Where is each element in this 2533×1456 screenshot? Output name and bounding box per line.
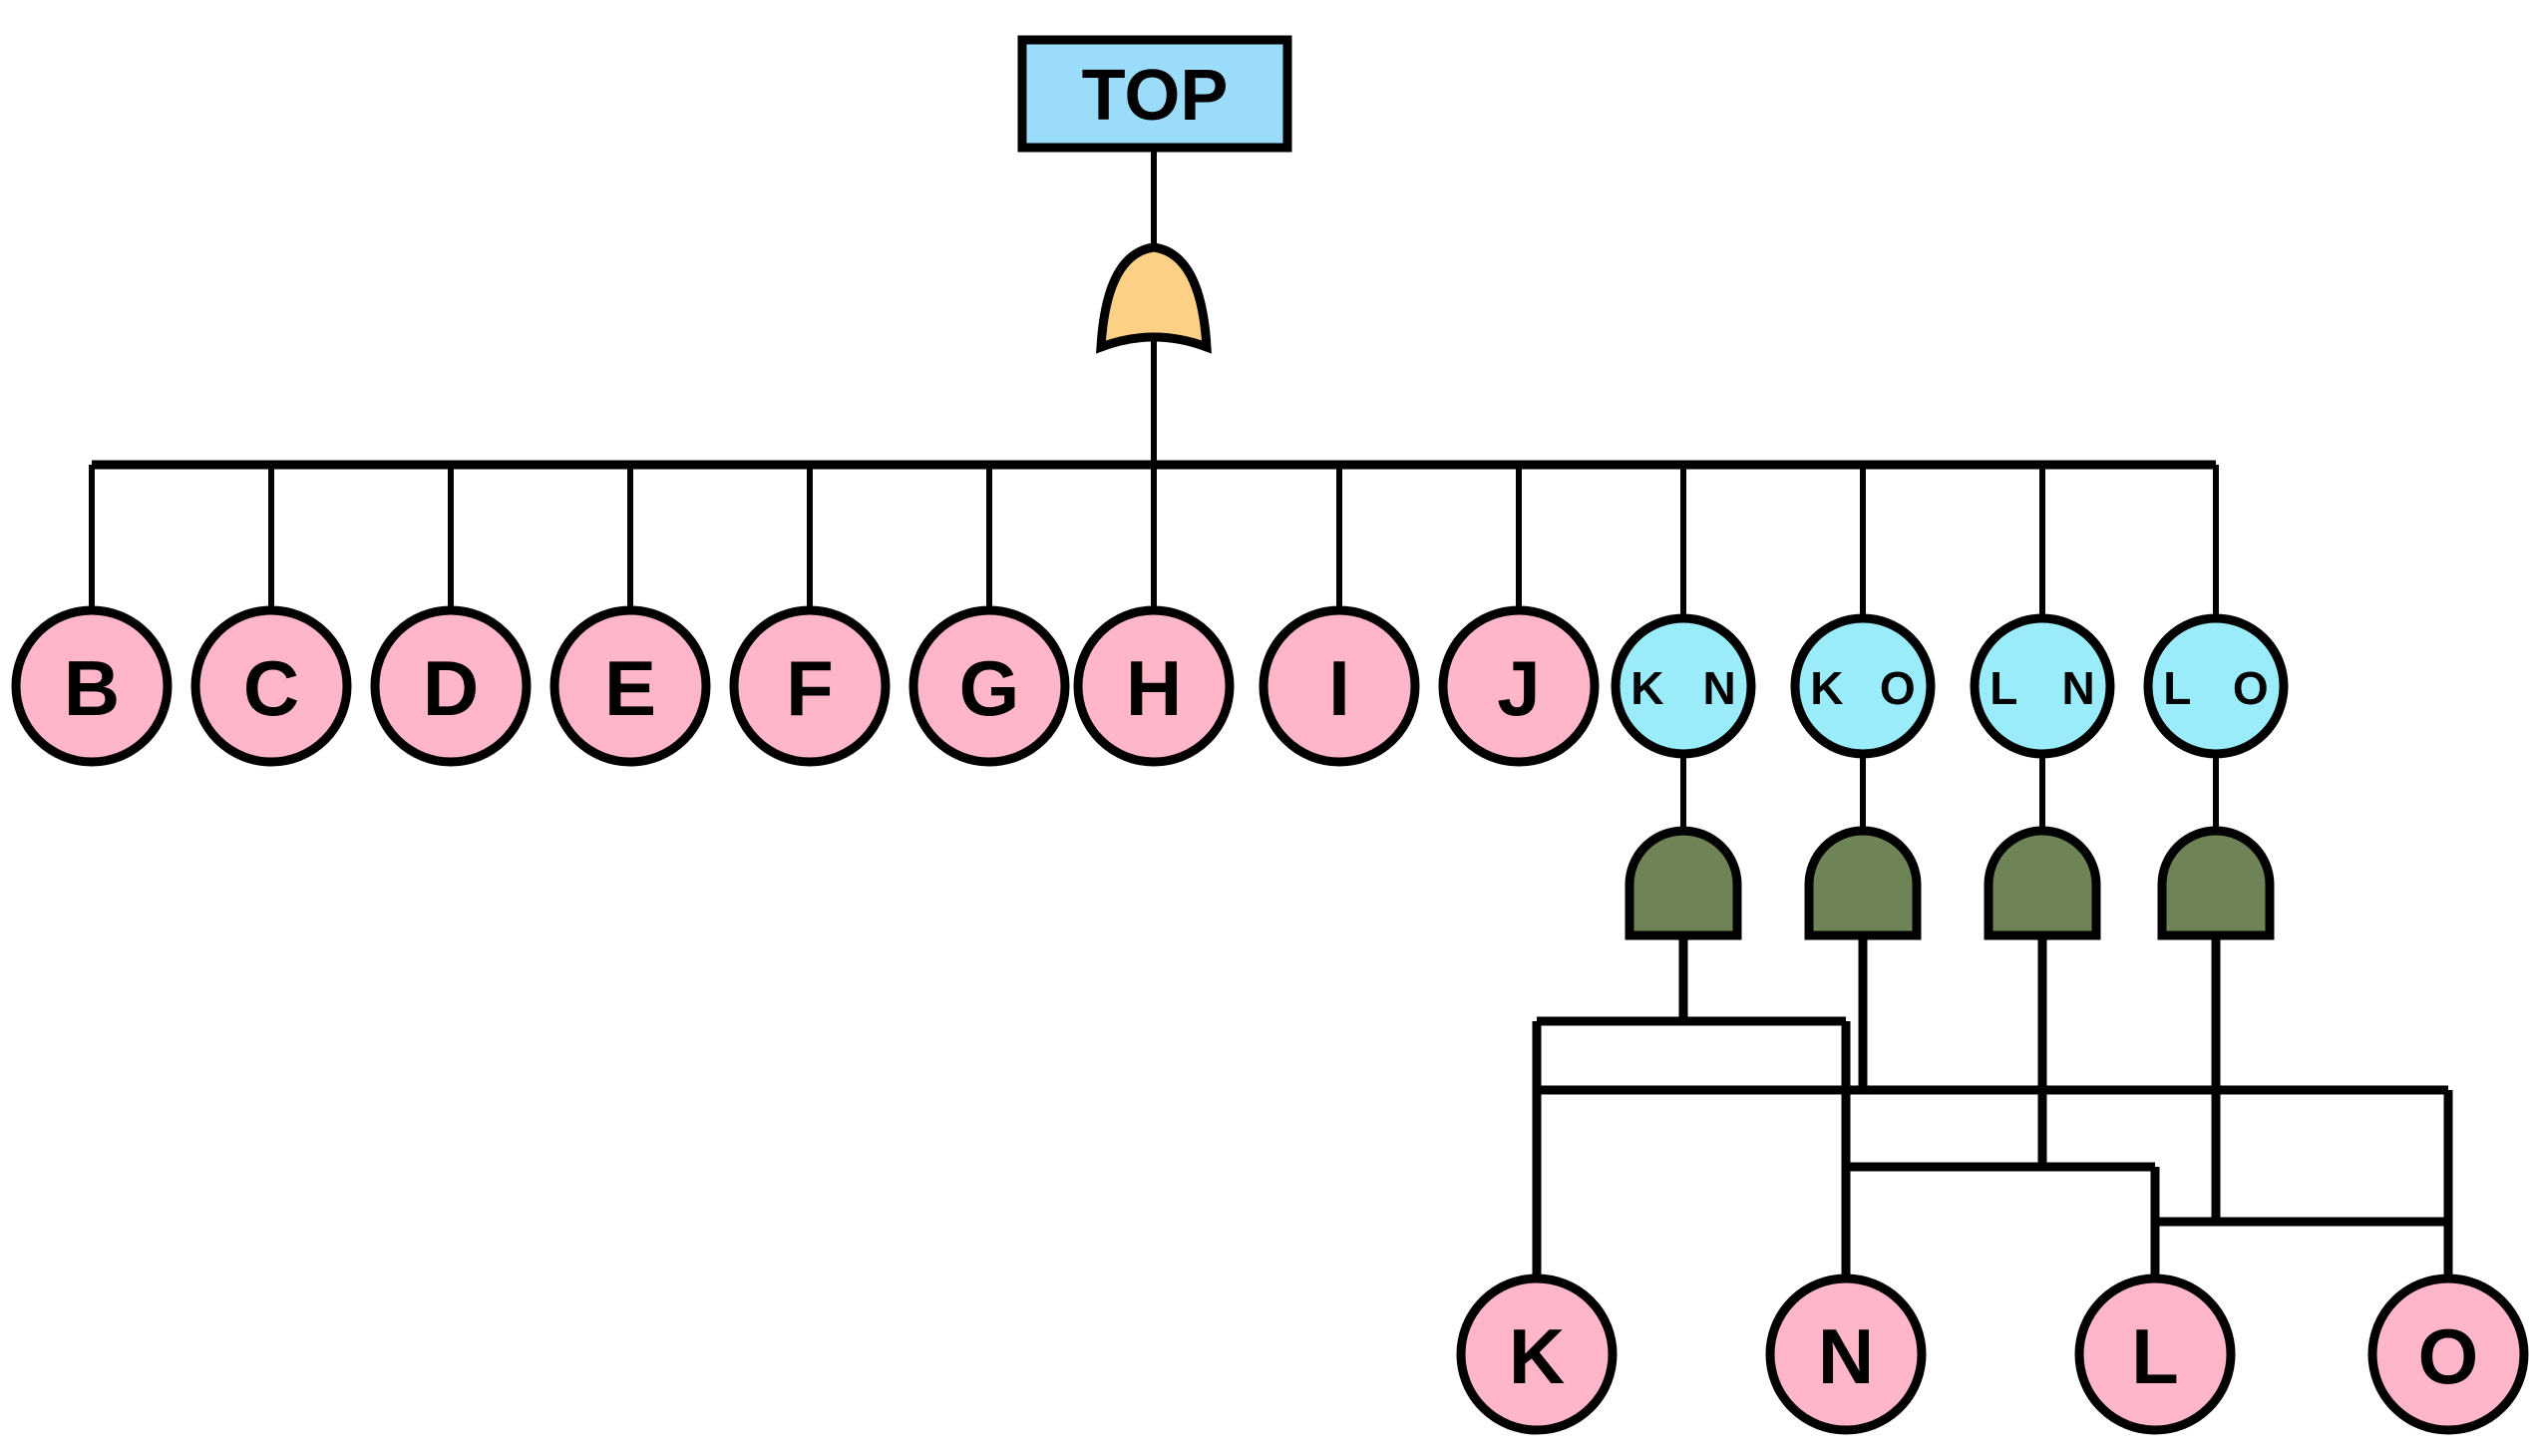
event-l[interactable]: L [2074, 1274, 2236, 1435]
event-circle-j[interactable] [1438, 605, 1600, 767]
event-e[interactable]: E [549, 605, 711, 767]
event-circle-kn[interactable] [1611, 613, 1756, 759]
event-circle-h[interactable] [1073, 605, 1235, 767]
event-n[interactable]: N [1765, 1274, 1927, 1435]
event-g[interactable]: G [908, 605, 1070, 767]
event-circle-g[interactable] [908, 605, 1070, 767]
or-gate-symbol[interactable] [1096, 242, 1212, 354]
event-label-e: E [604, 644, 656, 732]
event-label-d: D [423, 644, 479, 732]
event-label-i: I [1328, 644, 1350, 732]
event-circle-i[interactable] [1259, 605, 1420, 767]
event-circle-lo[interactable] [2143, 613, 2289, 759]
event-h[interactable]: H [1073, 605, 1235, 767]
wire-and-gate-routing [1532, 935, 2453, 1282]
event-circle-ln[interactable] [1970, 613, 2115, 759]
event-label-c: C [243, 644, 299, 732]
event-circle-l[interactable] [2074, 1274, 2236, 1435]
event-ln[interactable]: LN [1970, 613, 2115, 759]
event-circle-ko[interactable] [1790, 613, 1936, 759]
wire-bus-drops [89, 465, 2219, 622]
event-kn[interactable]: KN [1611, 613, 1756, 759]
event-circle-e[interactable] [549, 605, 711, 767]
and-gate-lo[interactable] [2157, 826, 2275, 940]
event-label-k: K [1509, 1312, 1565, 1400]
event-i[interactable]: I [1259, 605, 1420, 767]
top-event-label: TOP [1082, 56, 1229, 136]
event-circle-n[interactable] [1765, 1274, 1927, 1435]
event-label-n: N [1818, 1312, 1874, 1400]
event-k[interactable]: K [1456, 1274, 1618, 1435]
event-o[interactable]: O [2367, 1274, 2529, 1435]
event-label-g: G [959, 644, 1020, 732]
event-label-o: O [2418, 1312, 2479, 1400]
and-gate-ko-symbol[interactable] [1804, 826, 1922, 940]
event-circle-c[interactable] [190, 605, 352, 767]
event-label-h: H [1126, 644, 1182, 732]
top-event-box[interactable] [1017, 35, 1292, 153]
event-c[interactable]: C [190, 605, 352, 767]
event-circle-b[interactable] [11, 605, 173, 767]
event-b[interactable]: B [11, 605, 173, 767]
event-circle-o[interactable] [2367, 1274, 2529, 1435]
and-gate-ln[interactable] [1984, 826, 2101, 940]
event-circle-k[interactable] [1456, 1274, 1618, 1435]
and-gate-kn[interactable] [1625, 826, 1742, 940]
and-gate-kn-symbol[interactable] [1625, 826, 1742, 940]
wire-intermediate-to-and-gates [1680, 750, 2219, 831]
or-gate-top[interactable] [1096, 242, 1212, 354]
and-gate-ln-symbol[interactable] [1984, 826, 2101, 940]
and-gate-lo-symbol[interactable] [2157, 826, 2275, 940]
event-circle-f[interactable] [729, 605, 891, 767]
event-d[interactable]: D [370, 605, 532, 767]
event-label-f: F [786, 644, 834, 732]
wire-layer [89, 148, 2453, 1282]
event-label-l: L [2131, 1312, 2179, 1400]
and-gate-layer [1625, 826, 2275, 940]
and-gate-ko[interactable] [1804, 826, 1922, 940]
top-event[interactable]: TOP [1017, 35, 1292, 153]
event-ko[interactable]: KO [1790, 613, 1936, 759]
event-lo[interactable]: LO [2143, 613, 2289, 759]
event-j[interactable]: J [1438, 605, 1600, 767]
event-label-j: J [1497, 644, 1540, 732]
event-label-b: B [64, 644, 120, 732]
event-circle-d[interactable] [370, 605, 532, 767]
event-f[interactable]: F [729, 605, 891, 767]
